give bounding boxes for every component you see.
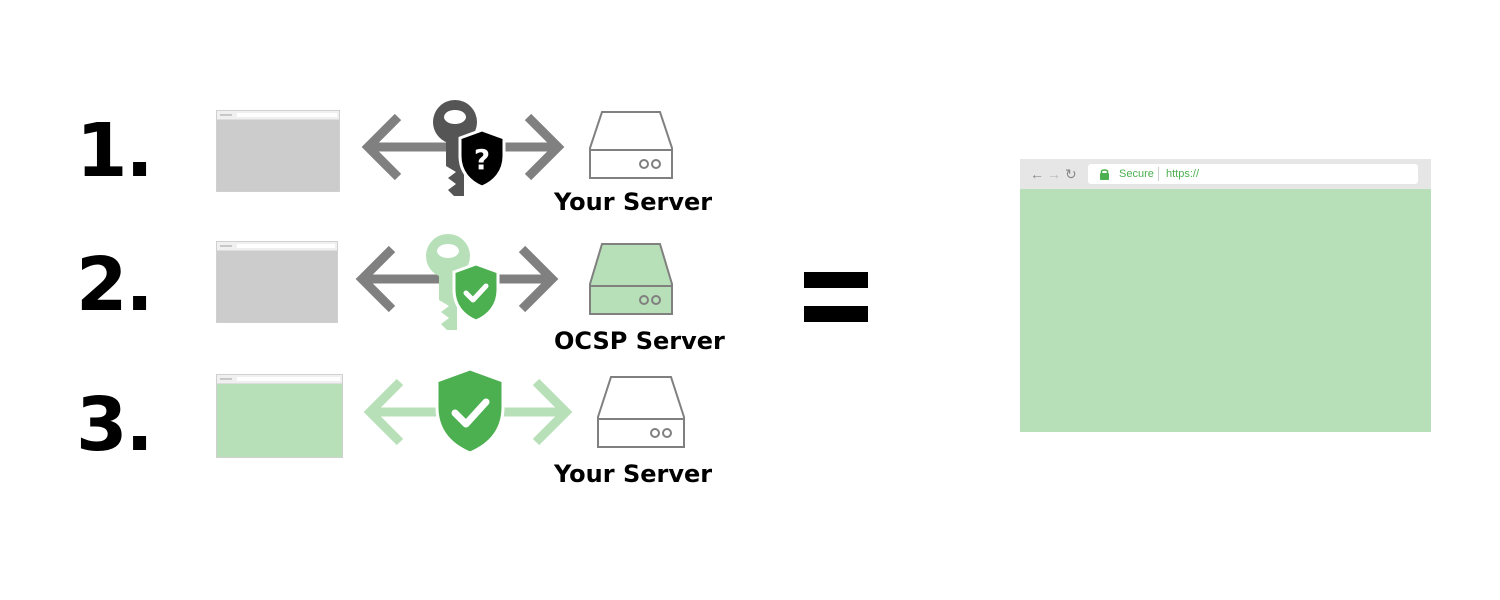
step-2-number: 2. <box>76 242 154 328</box>
step-1-shield-question-icon: ? <box>458 128 506 188</box>
secure-browser-window: ← → ↻ Secure https:// <box>1020 159 1431 432</box>
step-3-server-label: Your Server <box>554 460 713 488</box>
step-1-browser-icon <box>216 110 340 192</box>
step-1-number: 1. <box>76 108 154 194</box>
svg-text:?: ? <box>474 143 490 176</box>
step-1-server-label: Your Server <box>554 188 713 216</box>
back-arrow-icon[interactable]: ← <box>1030 166 1044 182</box>
equals-sign <box>804 272 868 322</box>
step-3-browser-icon <box>216 374 343 458</box>
step-1-server-icon <box>589 111 673 179</box>
step-3-number: 3. <box>76 382 154 468</box>
lock-icon <box>1100 169 1109 180</box>
step-3-server-icon <box>597 376 685 448</box>
step-2-key-icon <box>426 234 470 330</box>
secure-label: Secure <box>1119 168 1154 180</box>
reload-icon[interactable]: ↻ <box>1065 166 1077 182</box>
page-content <box>1020 189 1431 432</box>
step-2-server-label: OCSP Server <box>554 327 725 355</box>
url-text: https:// <box>1166 168 1200 180</box>
step-2-browser-icon <box>216 241 338 323</box>
step-2-server-icon <box>589 243 673 315</box>
browser-toolbar: ← → ↻ Secure https:// <box>1020 159 1431 189</box>
step-3-shield-check-icon <box>435 367 505 455</box>
step-2-shield-check-icon <box>452 262 500 322</box>
address-bar[interactable]: Secure https:// <box>1088 164 1418 184</box>
address-divider <box>1158 167 1159 181</box>
step-1-key-icon <box>433 100 477 196</box>
forward-arrow-icon[interactable]: → <box>1047 166 1061 182</box>
